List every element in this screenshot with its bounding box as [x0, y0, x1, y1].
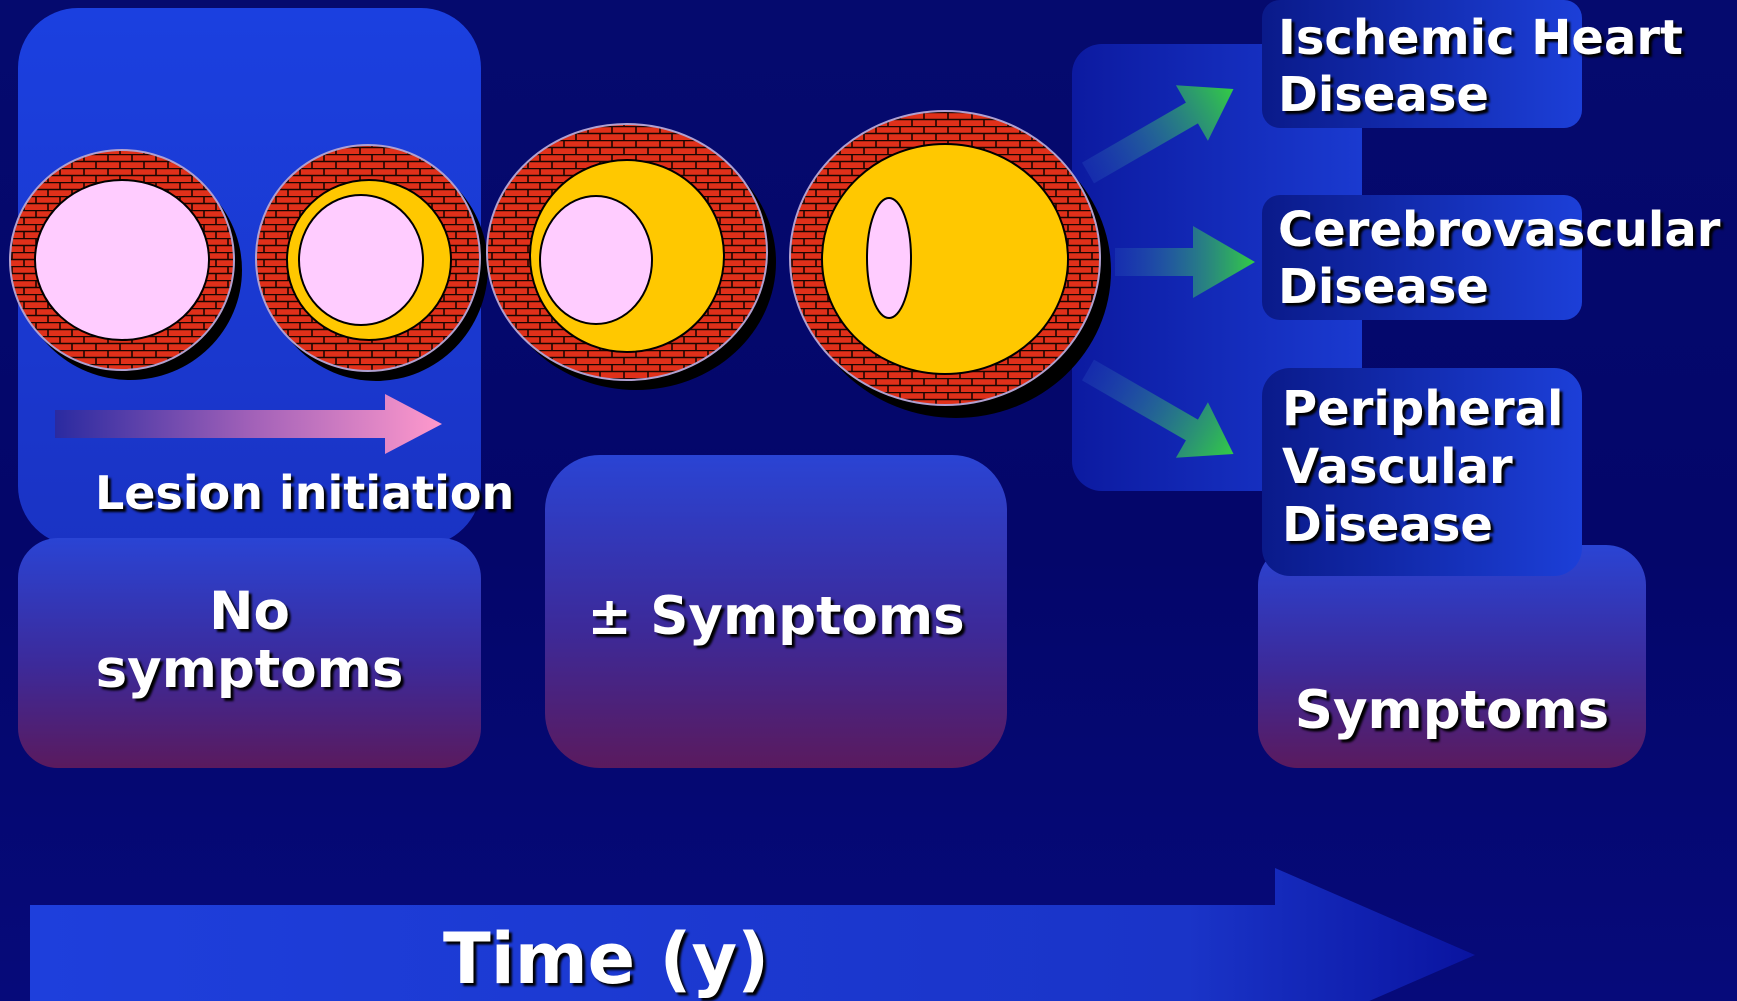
outcome-line: Disease: [1278, 259, 1720, 316]
no-symptoms-line1: No: [18, 583, 481, 641]
outcome-line: Disease: [1278, 67, 1683, 124]
lesion-initiation-label: Lesion initiation: [95, 466, 514, 520]
outcome-line: Cerebrovascular: [1278, 202, 1720, 259]
outcome-line: Vascular: [1282, 438, 1563, 496]
outcome-peripheral-vascular-disease: Peripheral Vascular Disease: [1282, 380, 1563, 554]
outcome-cerebrovascular-disease: Cerebrovascular Disease: [1278, 202, 1720, 316]
outcome-line: Peripheral: [1282, 380, 1563, 438]
outcome-ischemic-heart-disease: Ischemic Heart Disease: [1278, 10, 1683, 124]
plus-minus-symptoms-label: ± Symptoms: [545, 586, 1007, 647]
outcome-line: Ischemic Heart: [1278, 10, 1683, 67]
symptoms-label: Symptoms: [1258, 680, 1646, 741]
no-symptoms-line2: symptoms: [18, 641, 481, 699]
no-symptoms-label: No symptoms: [18, 583, 481, 699]
artery-cross-section-icon: [790, 111, 1111, 418]
outcome-line: Disease: [1282, 496, 1563, 554]
artery-cross-section-icon: [487, 124, 776, 390]
time-axis-label: Time (y): [443, 918, 769, 1000]
